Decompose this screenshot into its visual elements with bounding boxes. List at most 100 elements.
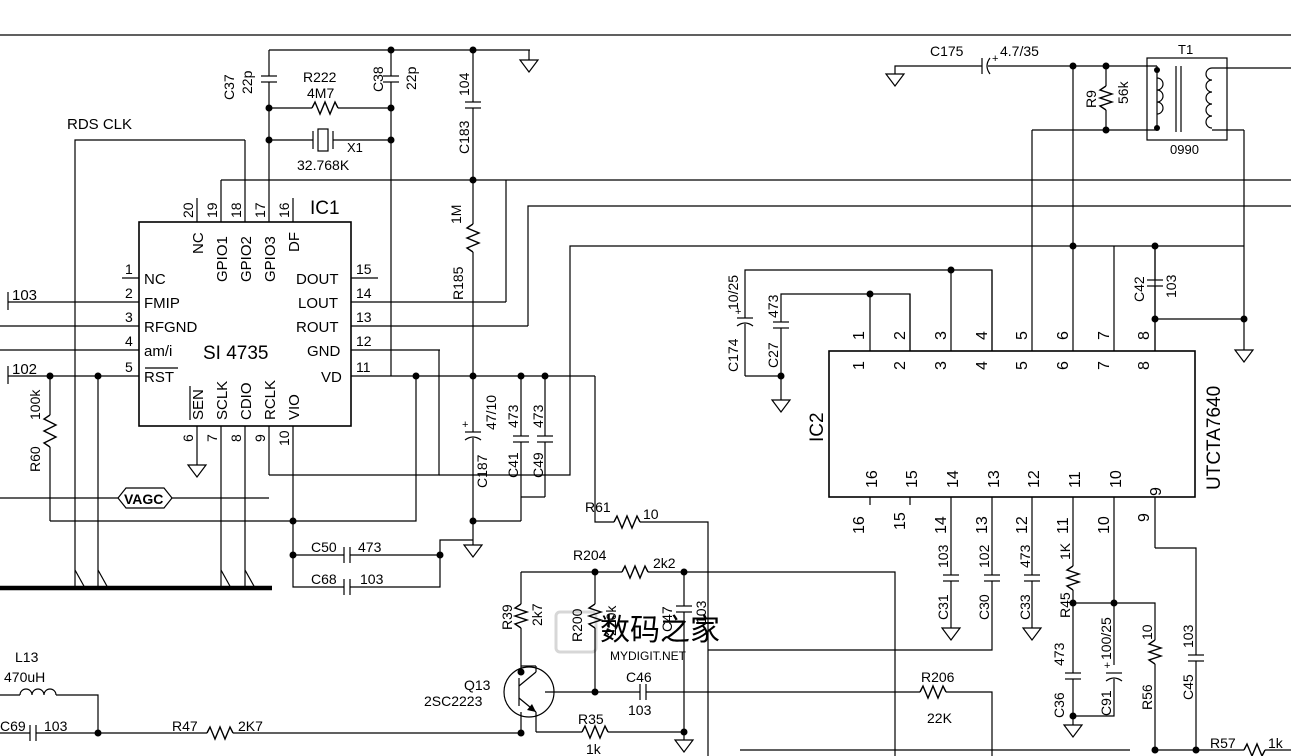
ic2-bottom-pin-15-inner: 15	[904, 470, 921, 488]
ic1-pin-19-num: 19	[204, 202, 220, 218]
watermark-subtitle: MYDIGIT.NET	[610, 649, 687, 663]
c45-ref: C45	[1180, 674, 1196, 700]
t1-ref: T1	[1178, 42, 1193, 57]
r61-value: 10	[643, 506, 659, 522]
ic2-top-pin-7-outer: 7	[1096, 331, 1113, 340]
resistor-r61: R61 10	[585, 376, 709, 756]
ic2-top-pin-3-outer: 3	[933, 331, 950, 340]
c50-ref: C50	[311, 539, 337, 555]
capacitor-c27: C27 473	[765, 294, 789, 400]
ground-symbol	[1233, 349, 1255, 363]
r47-ref: R47	[172, 718, 198, 734]
ic1-pin-12-name: GND	[307, 343, 341, 360]
r185-value: 1M	[448, 205, 464, 224]
x1-value: 32.768K	[297, 157, 350, 173]
svg-text:+: +	[462, 419, 468, 431]
r39-value: 2k7	[529, 603, 545, 626]
r61-ref: R61	[585, 499, 611, 515]
r39-ref: R39	[499, 604, 515, 630]
ic1-pin-20-name: NC	[190, 232, 207, 254]
c91-ref: C91	[1098, 690, 1114, 716]
r47-value: 2K7	[238, 718, 263, 734]
c68-ref: C68	[311, 571, 337, 587]
resistor-r185: R185 1M	[448, 180, 481, 376]
ic1-pin-6-name: SEN	[190, 389, 207, 420]
resistor-r57: R57 1k	[1210, 735, 1291, 756]
inductor-l13: L13 470uH	[0, 649, 99, 733]
resistor-r222: R222 4M7	[269, 69, 391, 116]
ic1-pin-14-name: LOUT	[298, 295, 338, 312]
ic2-top-pin-4-inner: 4	[974, 361, 991, 370]
ic1-pin-13-num: 13	[356, 309, 372, 325]
ic1-pin-11-num: 11	[356, 359, 371, 375]
resistor-r204: R204 2k2	[521, 547, 896, 756]
ic2-top-pin-6-outer: 6	[1055, 331, 1072, 340]
c187-value: 47/10	[483, 395, 499, 430]
ic2-bottom-pin-13-inner: 13	[986, 470, 1003, 488]
capacitor-c41: C41 473	[505, 376, 529, 521]
r204-ref: R204	[573, 547, 607, 563]
ic2-block: IC2 UTCTA7640 1 2 3 4 5 6 7 8 1 2 3 4 5 …	[807, 66, 1225, 665]
capacitor-c45: C45 103	[1155, 547, 1204, 750]
ic2-bottom-pin-9-outer: 9	[1136, 513, 1153, 522]
r185-ref: R185	[450, 266, 466, 300]
ic2-bottom-pin-16-inner: 16	[864, 470, 881, 488]
ic1-pin-3-num: 3	[125, 309, 133, 325]
ic2-bottom-pin-15-outer: 15	[892, 512, 909, 530]
svg-text:+: +	[735, 306, 741, 318]
ic2-top-pin-2-inner: 2	[892, 361, 909, 370]
ic1-pin-20-num: 20	[180, 202, 196, 218]
c174-ref: C174	[725, 338, 741, 372]
c49-ref: C49	[530, 452, 546, 478]
ic2-bottom-pin-12-inner: 12	[1026, 470, 1043, 488]
ic2-body	[828, 350, 1196, 498]
c45-value: 103	[1180, 624, 1196, 648]
ic1-pin-3-name: RFGND	[144, 319, 197, 336]
ic1-pin-14-num: 14	[356, 285, 372, 301]
ground-symbol	[673, 739, 695, 753]
ic2-bottom-pin-14-outer: 14	[933, 516, 950, 534]
c41-value: 473	[505, 404, 521, 428]
ic1-pin-4-num: 4	[125, 333, 133, 349]
c187-ref: C187	[474, 454, 490, 488]
ic2-top-pin-5-inner: 5	[1014, 361, 1031, 370]
ic2-top-pin-6-inner: 6	[1055, 361, 1072, 370]
capacitor-c91: + C91 100/25	[1073, 617, 1123, 717]
r206-value: 22K	[927, 710, 953, 726]
ic2-bottom-pin-10-outer: 10	[1096, 516, 1113, 534]
capacitor-c30: C30 102	[708, 544, 1000, 651]
c47-value: 103	[693, 600, 709, 624]
l13-value: 470uH	[4, 669, 45, 685]
resistor-r206: R206 22K	[919, 669, 993, 756]
c33-value: 473	[1017, 544, 1033, 568]
c46-value: 103	[628, 702, 652, 718]
capacitor-c36: C36 473	[1051, 603, 1081, 725]
t1-value: 0990	[1170, 142, 1199, 157]
ic2-bottom-pin-14-inner: 14	[945, 470, 962, 488]
r222-ref: R222	[303, 69, 337, 85]
c38-value: 22p	[403, 66, 419, 90]
r45-value: 1K	[1057, 542, 1073, 560]
ic1-pin-9-name: RCLK	[262, 380, 279, 420]
ic1-pin-7-name: SCLK	[214, 381, 231, 420]
q13-value: 2SC2223	[424, 693, 483, 709]
c30-value: 102	[976, 544, 992, 568]
ic1-pin-2-name: FMIP	[144, 295, 180, 312]
c49-value: 473	[530, 404, 546, 428]
c27-value: 473	[765, 294, 781, 318]
c27-ref: C27	[765, 342, 781, 368]
r35-ref: R35	[578, 711, 604, 727]
c37-ref: C37	[221, 74, 237, 100]
ground-symbol	[518, 59, 540, 73]
ic1-pin-18-name: GPIO2	[238, 236, 255, 282]
ic1-pin-2-num: 2	[125, 285, 133, 301]
resistor-r35: R35 1k	[536, 711, 684, 756]
c175-ref: C175	[930, 43, 964, 59]
crystal-x1: X1 32.768K	[269, 128, 391, 173]
capacitor-c175: + C175 4.7/35	[894, 43, 1106, 75]
resistor-r200: R200 220k	[569, 572, 619, 692]
r35-value: 1k	[586, 741, 602, 756]
ic1-pin-6-num: 6	[180, 434, 196, 442]
svg-text:+: +	[1104, 660, 1110, 672]
transformer-t1: T1 0990	[1146, 42, 1291, 157]
